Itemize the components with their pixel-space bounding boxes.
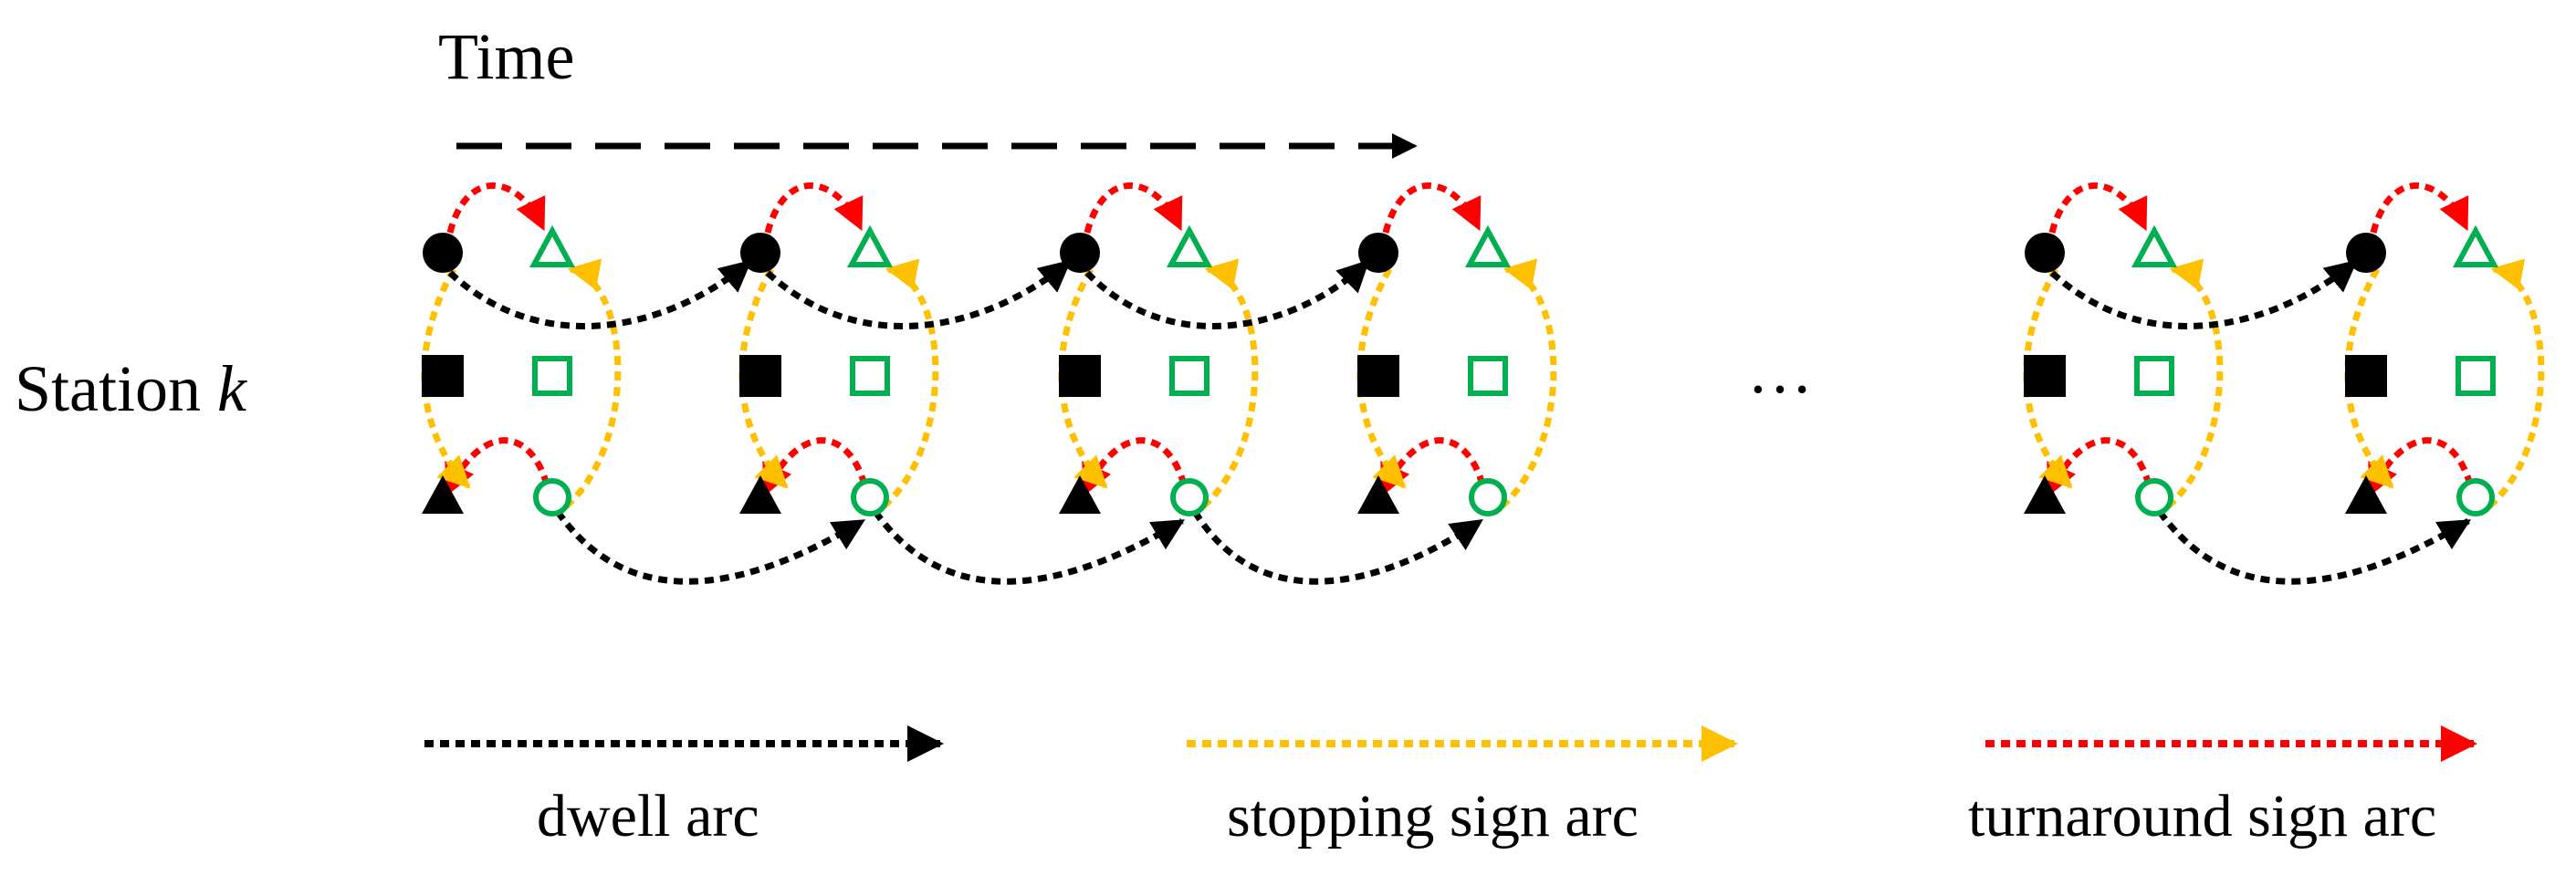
sign-departure-node: [2135, 478, 2173, 516]
dwell-arc: [1192, 510, 1483, 585]
time-label: Time: [438, 20, 575, 93]
sign-departure-node: [1170, 478, 1209, 516]
station-label: Station k: [15, 356, 246, 422]
turnaround-sign-node: [2452, 224, 2499, 267]
origin-departure-node: [2345, 475, 2387, 514]
origin-arrival-node: [740, 233, 780, 273]
dwell-arc: [2049, 259, 2358, 329]
stopping-sign-node: [850, 356, 890, 396]
station-variable: k: [217, 352, 246, 425]
origin-dwell-node: [1059, 355, 1101, 397]
turnaround-arc: [1382, 182, 1482, 234]
origin-arrival-node: [1358, 233, 1398, 273]
stopping-sign-node: [1468, 356, 1508, 396]
origin-arrival-node: [2346, 233, 2386, 273]
station-label-text: Station: [15, 352, 202, 425]
stopping-arc: [881, 258, 939, 509]
dwell-arc: [873, 509, 1186, 585]
turnaround-sign-node: [529, 224, 576, 267]
turnaround-arc: [2048, 182, 2149, 234]
stopping-sign-node: [2456, 356, 2496, 396]
stopping-sign-node: [2134, 356, 2174, 396]
origin-departure-node: [2024, 475, 2066, 514]
dwell-arc: [1084, 259, 1370, 329]
origin-departure-node: [422, 475, 464, 514]
dwell-arc: [555, 509, 865, 585]
origin-dwell-node: [2345, 355, 2387, 397]
turnaround-sign-node: [2131, 224, 2178, 267]
dwell-arc: [2157, 509, 2472, 585]
turnaround-arc: [446, 182, 547, 234]
turnaround-arc: [764, 182, 864, 234]
turnaround-arc: [1379, 437, 1486, 497]
sign-departure-node: [2456, 478, 2495, 516]
origin-dwell-node: [422, 355, 464, 397]
origin-departure-node: [1357, 475, 1399, 514]
origin-dwell-node: [739, 355, 781, 397]
stopping-arc: [1200, 258, 1259, 509]
turnaround-sign-node: [1464, 224, 1512, 267]
turnaround-arc: [761, 437, 868, 497]
origin-arrival-node: [423, 233, 463, 273]
sign-departure-node: [851, 478, 889, 516]
node-layer: [422, 224, 2499, 516]
turnaround-arc: [2370, 182, 2470, 234]
dwell-arc: [765, 259, 1072, 329]
turnaround-arc: [444, 437, 550, 497]
origin-arrival-node: [1060, 233, 1100, 273]
origin-dwell-node: [2024, 355, 2066, 397]
ellipsis: …: [1747, 334, 1813, 407]
origin-arrival-node: [2025, 233, 2065, 273]
turnaround-arc: [2367, 437, 2474, 497]
legend-label-dwell: dwell arc: [537, 783, 759, 850]
legend-label-stopping: stopping sign arc: [1227, 783, 1639, 850]
turnaround-sign-node: [846, 224, 894, 267]
stopping-arc: [2165, 258, 2224, 509]
stopping-sign-node: [532, 356, 572, 396]
turnaround-sign-node: [1166, 224, 1213, 267]
origin-departure-node: [739, 475, 781, 514]
origin-dwell-node: [1357, 355, 1399, 397]
turnaround-arc: [1084, 182, 1184, 234]
dwell-arc: [447, 259, 752, 329]
turnaround-arc: [2046, 437, 2152, 497]
turnaround-arc: [1081, 437, 1188, 497]
sign-departure-node: [533, 478, 571, 516]
stopping-arc: [2487, 258, 2545, 509]
stopping-arc: [563, 258, 622, 509]
legend-label-turnaround: turnaround sign arc: [1968, 783, 2437, 850]
origin-departure-node: [1059, 475, 1101, 514]
arc-layer: [421, 182, 2545, 585]
stopping-sign-node: [1169, 356, 1209, 396]
stopping-arc: [1499, 258, 1557, 509]
sign-departure-node: [1469, 478, 1507, 516]
